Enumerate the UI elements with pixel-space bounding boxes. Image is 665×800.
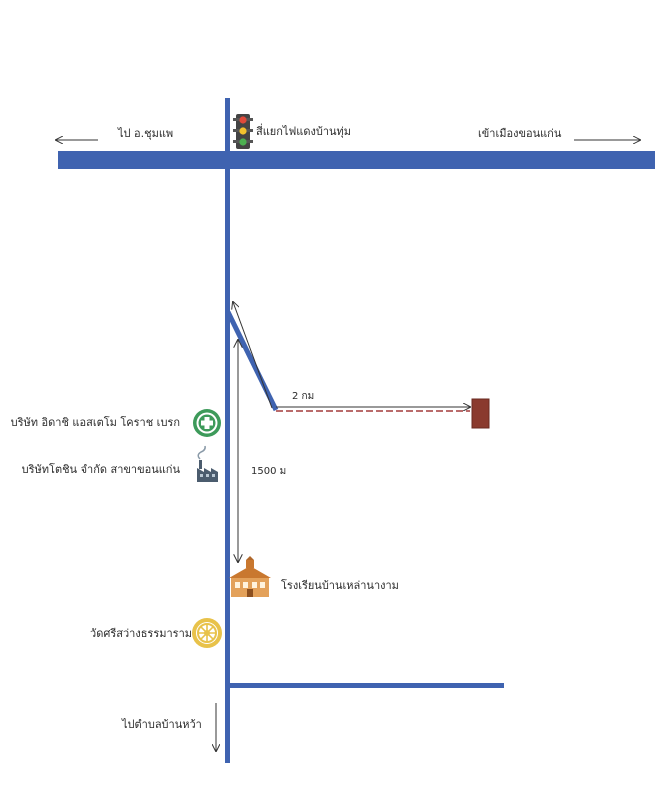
label-school: โรงเรียนบ้านเหล่านางาม (281, 579, 399, 592)
label-company-brake: บริษัท อิดาชิ แอสเตโม โคราช เบรก (10, 416, 180, 429)
label-temple: วัดศรีสว่างธรรมาราม (90, 627, 192, 640)
school-building-icon (229, 556, 271, 597)
vertical-road (225, 98, 230, 763)
dharma-wheel-icon (192, 618, 222, 648)
destination-marker-icon (471, 398, 490, 429)
label-to-ban-wa: ไปตำบลบ้านหว้า (122, 718, 202, 731)
bottom-road (230, 683, 504, 688)
label-distance-2km: 2 กม (292, 391, 315, 402)
traffic-light-icon (233, 114, 253, 149)
factory-icon (197, 445, 218, 482)
main-highway-road (58, 151, 655, 169)
label-company-branch: บริษัทโตชิน จำกัด สาขาขอนแก่น (21, 463, 180, 476)
label-to-chum-phae: ไป อ.ชุมแพ (118, 127, 174, 140)
label-intersection: สี่แยกไฟแดงบ้านทุ่ม (256, 125, 352, 138)
route-arrow-diagonal (233, 302, 273, 409)
label-distance-1500m: 1500 ม (251, 466, 287, 477)
medical-cross-icon (193, 409, 221, 437)
branch-road-diagonal (225, 310, 279, 412)
label-to-khon-kaen: เข้าเมืองขอนแก่น (478, 127, 562, 140)
